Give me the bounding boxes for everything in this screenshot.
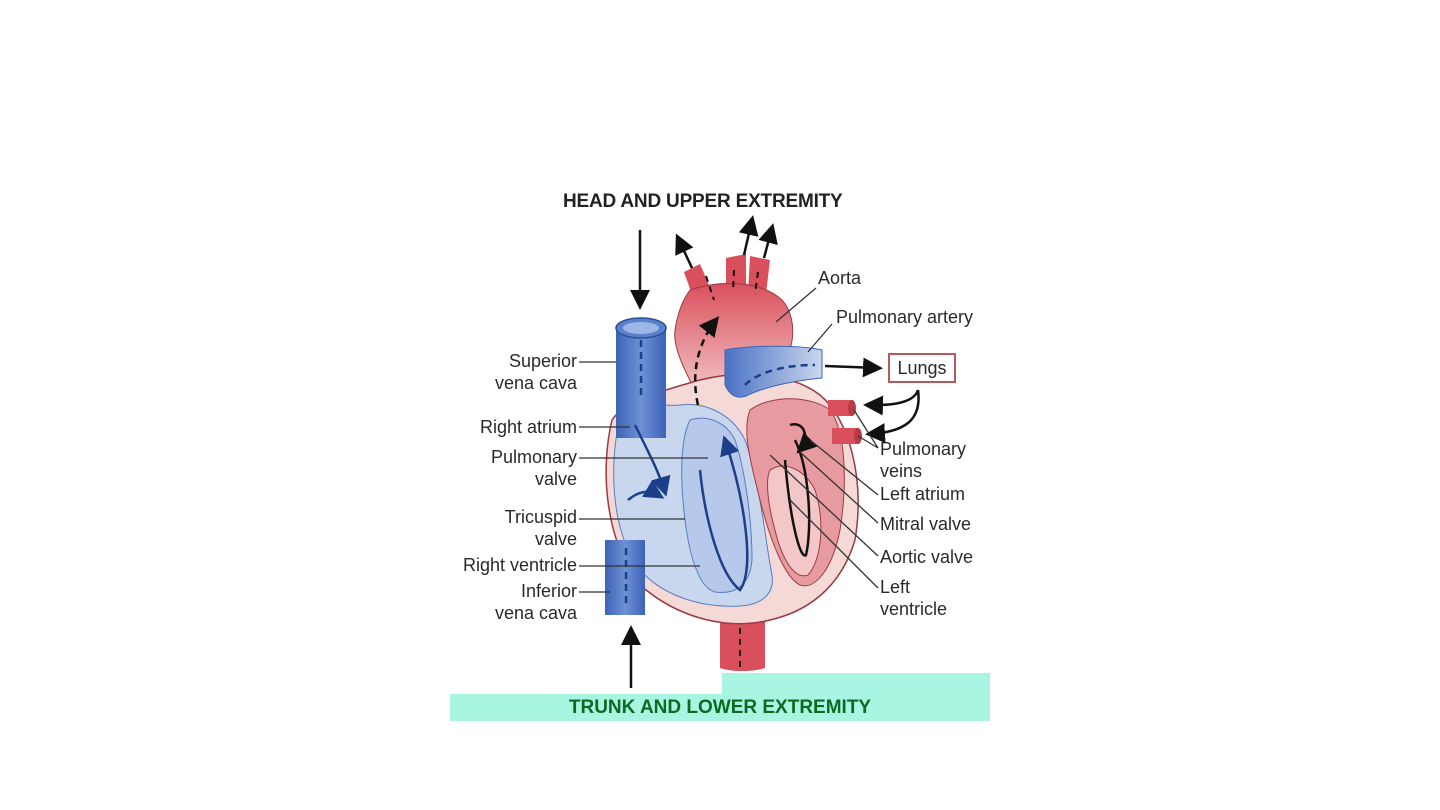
label-pulmonary-veins-1: Pulmonary: [880, 439, 967, 459]
label-aortic-valve: Aortic valve: [880, 547, 974, 567]
arrow-to-lungs: [824, 357, 883, 378]
label-inferior-vena-cava-1: Inferior: [520, 581, 577, 601]
label-mitral-valve: Mitral valve: [880, 514, 972, 534]
flow-arrow-ivc: [627, 479, 665, 501]
lungs-box: Lungs: [888, 353, 956, 383]
label-pulmonary-valve-1: Pulmonary: [490, 447, 577, 467]
footer-band-tab: [722, 673, 990, 695]
label-superior-vena-cava-2: vena cava: [494, 373, 577, 393]
label-aorta: Aorta: [818, 268, 862, 288]
label-pulmonary-veins-2: veins: [880, 461, 923, 481]
pulmonary-veins: [828, 400, 862, 444]
pulmonary-artery: [724, 345, 823, 398]
label-tricuspid-valve-2: valve: [534, 529, 577, 549]
leader-lines-left: [579, 361, 708, 593]
label-superior-vena-cava-1: Superior: [508, 351, 577, 371]
leader-lines-right: [769, 287, 879, 589]
descending-aorta: [720, 620, 765, 671]
flow-arrow-aorta: [694, 316, 720, 406]
label-inferior-vena-cava-2: vena cava: [494, 603, 577, 623]
label-left-ventricle-1: Left: [880, 577, 911, 597]
label-right-ventricle: Right ventricle: [462, 555, 577, 575]
arrow-aorta-out-2: [738, 215, 759, 256]
label-left-atrium: Left atrium: [880, 484, 966, 504]
title-head-upper-extremity: HEAD AND UPPER EXTREMITY: [563, 191, 843, 212]
footer-band: [450, 694, 990, 721]
label-pulmonary-valve-2: valve: [534, 469, 577, 489]
flow-arrow-la: [789, 422, 818, 454]
title-trunk-lower-extremity: TRUNK AND LOWER EXTREMITY: [568, 697, 872, 718]
label-right-atrium: Right atrium: [479, 417, 577, 437]
label-left-ventricle-2: ventricle: [880, 599, 948, 619]
flow-arrow-lv: [783, 439, 811, 557]
arrow-from-lungs-1: [863, 389, 920, 416]
arrow-from-lungs-2: [865, 389, 920, 444]
flow-arrow-rv: [698, 435, 749, 592]
label-pulmonary-artery: Pulmonary artery: [836, 307, 974, 327]
arrow-aorta-out-1: [675, 233, 694, 269]
label-tricuspid-valve-1: Tricuspid: [504, 507, 577, 527]
arrow-aorta-out-3: [758, 223, 778, 259]
